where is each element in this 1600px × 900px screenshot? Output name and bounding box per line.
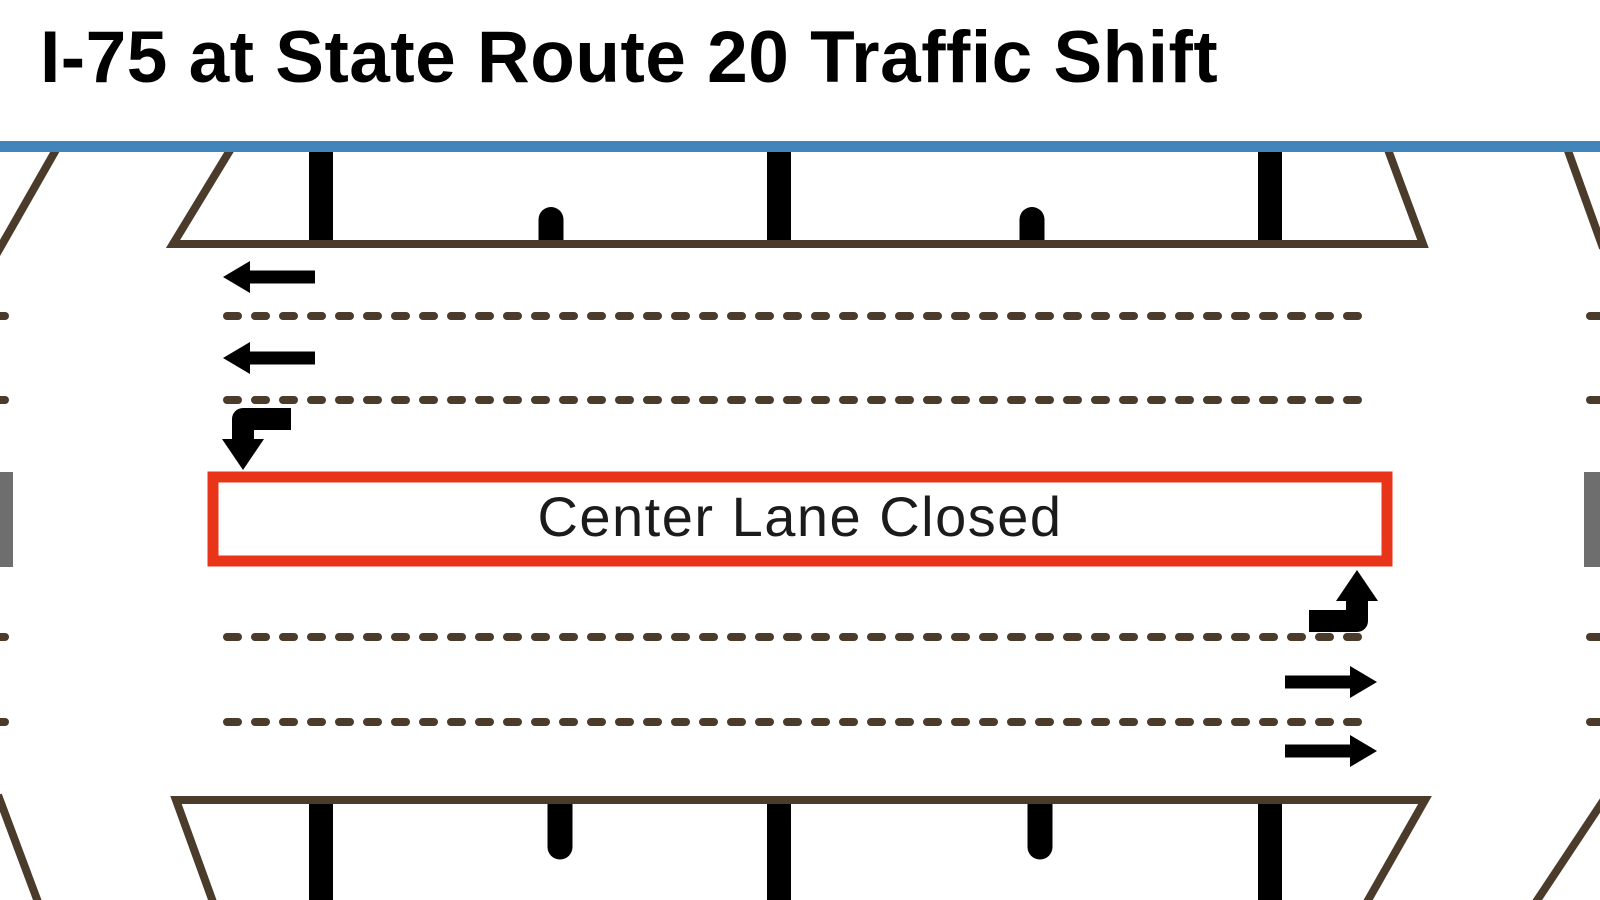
top-barrier-outline (165, 144, 1429, 248)
barrier-post-round (1027, 798, 1053, 860)
page-title: I-75 at State Route 20 Traffic Shift (40, 17, 1219, 98)
closed-lane-box: Center Lane Closed (207, 471, 1393, 567)
header-divider (0, 141, 1600, 152)
barrier-post (767, 798, 791, 900)
right-arrow-icon (1285, 666, 1377, 698)
bottom-barrier-outline (170, 796, 1432, 900)
barrier-post-round (547, 798, 573, 860)
left-arrow-icon (223, 261, 315, 293)
barrier-post (309, 798, 333, 900)
bottom-barrier-posts (309, 798, 1282, 900)
bottom-barrier-far-left-edge (0, 793, 42, 900)
barrier-post (767, 144, 791, 246)
top-barrier-structure (0, 144, 1600, 257)
barrier-post (1258, 798, 1282, 900)
median-barrier-right (1584, 472, 1600, 567)
barrier-post (309, 144, 333, 246)
top-barrier-far-right-edge (1563, 146, 1600, 250)
bottom-barrier-far-right-edge (1532, 798, 1600, 900)
closed-lane-outline (207, 471, 1393, 567)
left-arrow-icon (223, 342, 315, 374)
barrier-post-round (538, 207, 564, 247)
barrier-post (1258, 144, 1282, 246)
up-turn-arrow-icon (1309, 570, 1378, 632)
lane-markings (0, 312, 1600, 726)
median-barrier-left (0, 472, 13, 567)
top-barrier-far-left-edge (0, 146, 61, 257)
barrier-post-round (1019, 207, 1045, 247)
down-turn-arrow-icon (222, 408, 291, 470)
top-barrier-posts (309, 144, 1282, 247)
right-arrow-icon (1285, 735, 1377, 767)
closed-lane-label: Center Lane Closed (537, 485, 1062, 548)
bottom-barrier-structure (0, 793, 1600, 900)
traffic-arrows (222, 261, 1378, 767)
